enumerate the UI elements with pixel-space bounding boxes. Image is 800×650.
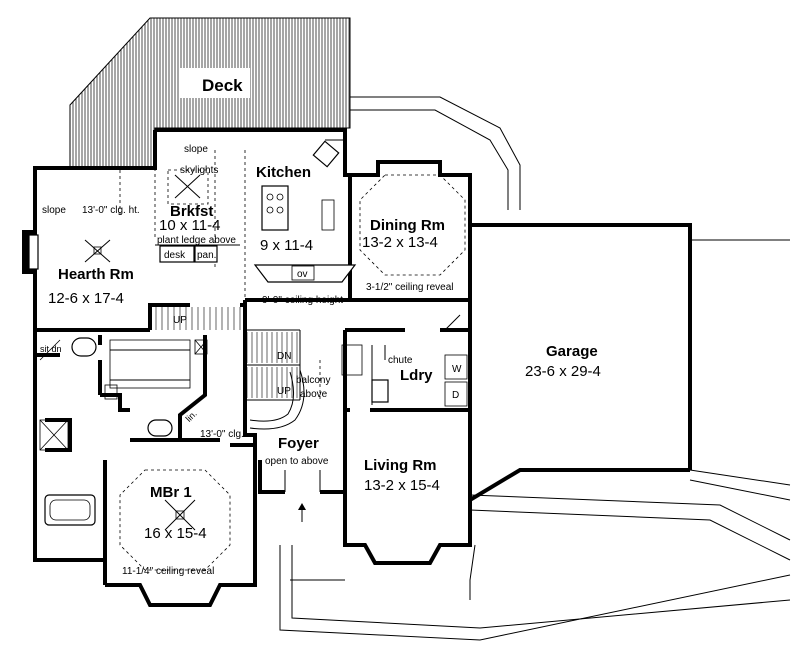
clg-hearth-label: 13'-0" clg. ht. — [82, 205, 140, 216]
living-dim: 13-2 x 15-4 — [364, 477, 440, 494]
dining-ceiling — [359, 174, 466, 276]
dining-label: Dining Rm — [370, 217, 445, 234]
slope-left-label: slope — [42, 205, 66, 216]
garage-dim: 23-6 x 29-4 — [525, 363, 601, 380]
stair-up2-label: UP — [277, 386, 291, 397]
washer-label: W — [452, 364, 462, 375]
stair-dn-label: DN — [277, 351, 291, 362]
ldry-label: Ldry — [400, 367, 433, 384]
hearth-dim: 12-6 x 17-4 — [48, 290, 124, 307]
dining-dim: 13-2 x 13-4 — [362, 234, 438, 251]
kitchen-fixtures — [214, 139, 357, 300]
brkfst-fixtures — [119, 150, 240, 263]
open-above-label: open to above — [265, 456, 329, 467]
room-labels: Deck slope skylights Kitchen 9 x 11-4 Br… — [40, 76, 601, 577]
plant-ledge-label: plant ledge above — [157, 235, 236, 246]
desk-label: desk — [164, 250, 186, 261]
slope-top-label: slope — [184, 144, 208, 155]
kitchen-dim: 9 x 11-4 — [260, 237, 313, 254]
balcony-label: balcony — [296, 375, 330, 386]
ov-label: ov — [297, 269, 308, 280]
ceiling-reveal-mbr: 11-1/4" ceiling reveal — [122, 566, 214, 577]
chute-label: chute — [388, 355, 413, 366]
brkfst-label: Brkfst — [170, 203, 213, 220]
sit-dn-label: sit dn — [40, 344, 62, 354]
site-lines — [279, 96, 791, 641]
balcony-above-label: above — [300, 389, 328, 400]
ceiling-reveal-dining: 3-1/2" ceiling reveal — [366, 282, 454, 293]
brkfst-dim: 10 x 11-4 — [159, 217, 220, 234]
deck-label: Deck — [202, 76, 243, 95]
laundry-fixtures — [371, 314, 468, 407]
master-fixtures — [39, 337, 231, 571]
stairs — [149, 307, 363, 430]
foyer-label: Foyer — [278, 435, 319, 452]
kitchen-label: Kitchen — [256, 164, 311, 181]
skylights-label: skylights — [180, 165, 218, 176]
ceiling-height-label: 9'-0" ceiling height — [262, 295, 343, 306]
garage-label: Garage — [546, 343, 598, 360]
hearth-label: Hearth Rm — [58, 266, 134, 283]
mbr-label: MBr 1 — [150, 484, 192, 501]
stair-up-label: UP — [173, 315, 187, 326]
clg-mbr-label: 13'-0" clg. — [200, 429, 244, 440]
hearth-fixtures — [22, 230, 111, 274]
living-label: Living Rm — [364, 457, 437, 474]
pan-label: pan. — [197, 250, 216, 261]
mbr-dim: 16 x 15-4 — [144, 525, 207, 542]
dryer-label: D — [452, 390, 459, 401]
doors — [260, 224, 510, 522]
